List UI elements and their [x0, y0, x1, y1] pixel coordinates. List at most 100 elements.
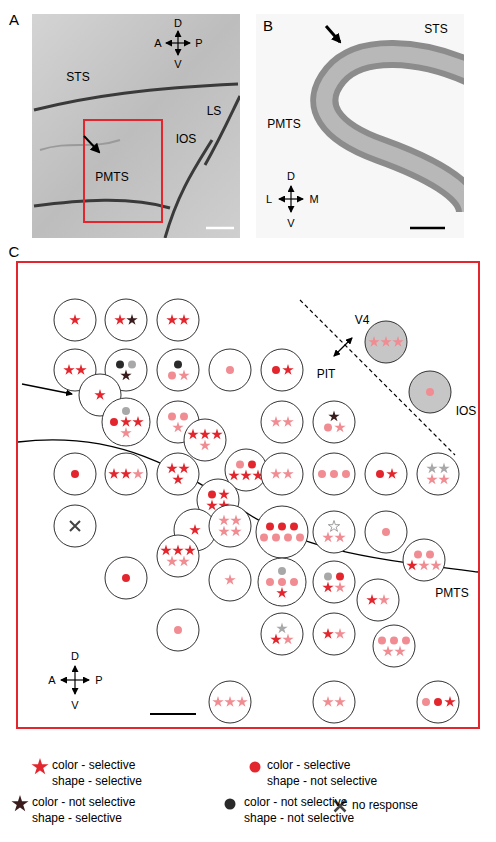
- legend-text: color - not selective shape - selective: [32, 795, 147, 826]
- star-mark: [108, 468, 119, 479]
- dot-mark: [324, 573, 332, 581]
- star-mark: [178, 370, 189, 381]
- star-mark: [172, 545, 183, 556]
- recording-site: [102, 398, 150, 446]
- dot-mark: [180, 413, 188, 421]
- area-label: PIT: [317, 368, 336, 382]
- axis-label: P: [195, 37, 202, 50]
- star-mark: [172, 474, 183, 485]
- recording-site: [313, 613, 355, 655]
- star-mark: [218, 526, 229, 537]
- recording-site: [258, 558, 306, 606]
- star-mark: [334, 532, 345, 543]
- dot-mark: [278, 523, 286, 531]
- recording-site: [313, 561, 355, 603]
- recording-site: [365, 321, 407, 363]
- map-frame: [17, 262, 479, 728]
- no-response-mark: [70, 521, 80, 531]
- recording-site: [157, 401, 199, 443]
- site-circle: [357, 579, 399, 621]
- recording-site: [157, 299, 199, 341]
- star-mark: [166, 556, 177, 567]
- star-mark: [418, 560, 429, 571]
- dot-mark: [260, 534, 268, 542]
- recording-site: [105, 557, 147, 599]
- recording-site: [313, 401, 355, 443]
- cortex-band: [324, 54, 464, 212]
- compass-axis: [166, 42, 190, 43]
- scale-bar: [410, 227, 445, 230]
- sulcus-label: PMTS: [95, 171, 128, 185]
- legend-text: color - selective shape - selective: [52, 758, 152, 789]
- site-circle: [105, 299, 147, 341]
- star-mark: [282, 468, 293, 479]
- dot-mark: [174, 361, 182, 369]
- recording-site: [261, 349, 303, 391]
- star-mark: [270, 416, 281, 427]
- recording-site: [409, 371, 451, 413]
- star-mark: [322, 628, 333, 639]
- compass: [279, 186, 303, 212]
- star-mark: [328, 521, 339, 532]
- dot-mark: [290, 578, 298, 586]
- dot-mark: [342, 470, 350, 478]
- star-mark: [334, 628, 345, 639]
- star-mark: [240, 470, 251, 481]
- sulcus-label: LS: [207, 105, 222, 119]
- star-mark: [334, 582, 345, 593]
- dot-mark: [168, 413, 176, 421]
- star-mark: [282, 416, 293, 427]
- site-circle: [417, 453, 459, 495]
- star-mark: [334, 422, 345, 433]
- star-mark: [184, 545, 195, 556]
- sulcus-line: [165, 140, 212, 238]
- site-circle: [365, 453, 407, 495]
- dot-mark: [122, 574, 130, 582]
- dot-mark: [422, 698, 430, 706]
- star-mark: [426, 463, 437, 474]
- star-mark: [114, 314, 125, 325]
- site-circle: [313, 401, 355, 443]
- dot-mark: [402, 637, 410, 645]
- legend-swatch: [250, 762, 261, 773]
- dot-mark: [290, 523, 298, 531]
- lesion-arrow: [326, 26, 340, 42]
- scale-bar: [206, 227, 234, 230]
- site-circle: [373, 625, 415, 667]
- star-mark: [328, 411, 339, 422]
- axis-label: L: [266, 193, 272, 206]
- recording-site: [261, 401, 303, 443]
- recording-site: [261, 453, 303, 495]
- recording-site: [365, 511, 407, 553]
- star-mark: [120, 468, 131, 479]
- legend-swatch: [225, 799, 236, 810]
- site-circle: [157, 453, 199, 495]
- recording-site: [256, 506, 308, 558]
- legend-text: no response: [352, 798, 472, 814]
- dot-mark: [426, 388, 434, 396]
- star-mark: [276, 587, 287, 598]
- site-circle: [261, 349, 303, 391]
- sulcus-label: IOS: [456, 405, 477, 419]
- star-mark: [63, 364, 74, 375]
- star-mark: [322, 582, 333, 593]
- star-mark: [382, 646, 393, 657]
- star-mark: [120, 370, 131, 381]
- star-mark: [160, 545, 171, 556]
- site-circle: [157, 401, 199, 443]
- star-mark: [394, 646, 405, 657]
- site-circle: [261, 401, 303, 443]
- area-label: V4: [355, 314, 370, 328]
- dot-mark: [236, 461, 244, 469]
- recording-site: [313, 453, 355, 495]
- legend-swatch: [31, 758, 48, 774]
- recording-site: [157, 535, 199, 577]
- site-circle: [256, 506, 308, 558]
- star-mark: [224, 574, 235, 585]
- star-mark: [406, 560, 417, 571]
- star-mark: [282, 364, 293, 375]
- scale-bar: [150, 713, 196, 715]
- compass-axis: [279, 198, 303, 199]
